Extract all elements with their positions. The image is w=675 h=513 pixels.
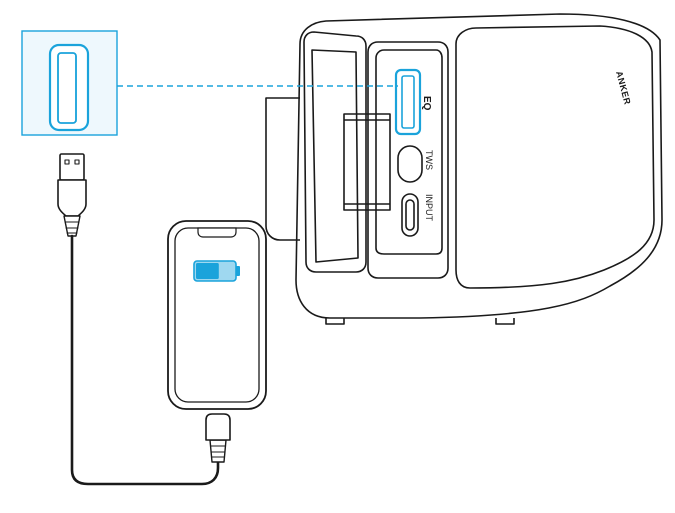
usb-a-plug-hole-left: [64, 159, 70, 165]
port-cover-flap-inner: [311, 49, 359, 263]
speaker-usb-port: [394, 68, 422, 136]
usb-a-strain-relief: [63, 215, 81, 237]
port-bay-inner: [375, 49, 443, 255]
phone: [167, 220, 267, 410]
cable-wire: [70, 234, 220, 486]
usb-a-port-icon: [48, 43, 90, 132]
usb-a-plug-hole-right: [74, 159, 80, 165]
usb-c-strain-relief: [209, 439, 227, 463]
eq-label: EQ: [421, 96, 432, 111]
usb-c-input-port-inner: [405, 199, 415, 231]
port-bay: [367, 41, 449, 279]
tws-label: TWS: [424, 150, 434, 170]
usb-c-input-port: [401, 193, 419, 237]
input-label: INPUT: [424, 194, 434, 222]
brand-logo: ANKER: [614, 70, 633, 106]
port-cover-flap: [303, 31, 367, 273]
phone-notch: [197, 227, 237, 238]
speaker-foot-right: [495, 318, 515, 325]
battery-terminal: [236, 266, 240, 276]
speaker-foot-left: [325, 318, 345, 325]
phone-body: [167, 220, 267, 410]
usb-a-plug-metal: [59, 153, 85, 181]
speaker-front-panel: [455, 25, 655, 289]
speaker-usb-port-inner: [401, 75, 415, 129]
usb-port-callout: [21, 30, 118, 136]
speaker-body: [295, 13, 663, 319]
battery-fill: [196, 263, 219, 279]
speaker-back-tab: [265, 97, 300, 241]
usb-c-plug-body: [205, 413, 231, 441]
usb-a-plug-body: [57, 179, 87, 217]
flap-hinge: [343, 113, 391, 211]
battery-icon: [193, 260, 240, 282]
port-labels: EQ TWS INPUT ANKER: [421, 70, 633, 222]
tws-button: [397, 145, 423, 183]
usb-cable: [57, 153, 231, 486]
speaker: [265, 13, 663, 325]
